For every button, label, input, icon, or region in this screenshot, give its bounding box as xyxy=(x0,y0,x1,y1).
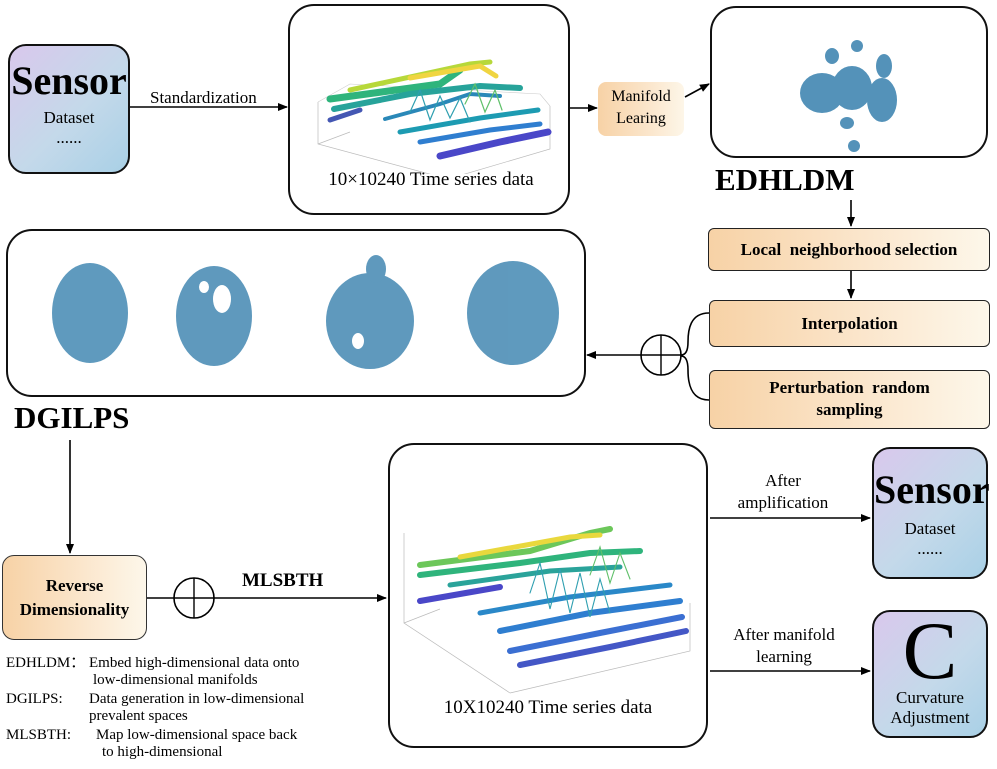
legend-dgilps: DGILPS: Data generation in low-dimensiona… xyxy=(6,691,386,708)
edhldm-title: EDHLDM xyxy=(715,162,855,197)
time-series-plot-bottom xyxy=(403,526,691,694)
sensor-dataset-label: Dataset xyxy=(43,108,95,127)
curvature-letter: C xyxy=(902,605,958,696)
interpolation-box: Interpolation xyxy=(709,300,990,347)
after-manifold-1: After manifold xyxy=(733,625,835,644)
dgilps-box xyxy=(6,229,586,397)
legend: EDHLDM：Embed high-dimensional data onto … xyxy=(6,655,386,761)
curvature-label-1: Curvature xyxy=(896,688,964,707)
time-series-box-top: 10×10240 Time series data xyxy=(288,4,570,215)
legend-mlsbth: MLSBTH: Map low-dimensional space back xyxy=(6,727,386,744)
after-manifold-2: learning xyxy=(756,647,812,666)
edhldm-box xyxy=(710,6,988,158)
perturbation-box: Perturbation random sampling xyxy=(709,370,990,429)
legend-edhldm-key: EDHLDM： xyxy=(6,655,86,671)
after-amp-1: After xyxy=(765,471,801,490)
reverse-dimensionality-box: Reverse Dimensionality xyxy=(2,555,147,640)
sensor-dataset-input: Sensor Dataset ...... xyxy=(8,44,130,174)
legend-edhldm-text-2: low-dimensional manifolds xyxy=(93,672,258,688)
branch-perturbation xyxy=(680,355,710,401)
dgilps-title: DGILPS xyxy=(14,400,130,435)
branch-interpolation xyxy=(680,312,710,356)
curvature-adjustment-box: C Curvature Adjustment xyxy=(872,610,988,738)
curvature-label-2: Adjustment xyxy=(890,708,970,727)
legend-mlsbth-key: MLSBTH: xyxy=(6,727,72,743)
legend-edhldm: EDHLDM：Embed high-dimensional data onto xyxy=(6,655,386,672)
reverse-label-1: Reverse xyxy=(45,576,104,595)
after-manifold-label: After manifold learning xyxy=(714,624,854,668)
sensor-ellipsis: ...... xyxy=(56,128,82,147)
scatter-cluster-3 xyxy=(326,273,414,369)
sensor-dataset-output: Sensor Dataset ...... xyxy=(872,447,990,579)
manifold-label-1: Manifold xyxy=(611,88,671,105)
perturbation-label-2: sampling xyxy=(816,400,883,419)
legend-mlsbth-text: Map low-dimensional space back xyxy=(96,727,298,743)
dgilps-scatter xyxy=(52,255,559,369)
legend-edhldm-text: Embed high-dimensional data onto xyxy=(89,655,300,671)
after-amp-2: amplification xyxy=(737,493,829,512)
manifold-label-2: Learing xyxy=(616,110,666,127)
after-amplification-label: After amplification xyxy=(718,470,848,514)
edhldm-scatter xyxy=(800,40,897,152)
sensor-out-dataset-label: Dataset xyxy=(904,519,956,538)
scatter-cluster-4 xyxy=(467,261,559,365)
mlsbth-title: MLSBTH xyxy=(242,570,324,591)
interpolation-label: Interpolation xyxy=(801,314,898,333)
reverse-label-2: Dimensionality xyxy=(19,600,130,619)
manifold-learning-box: Manifold Learing xyxy=(598,82,684,136)
time-series-plot-top xyxy=(317,59,552,174)
standardization-label: Standardization xyxy=(150,88,257,107)
scatter-cluster-1 xyxy=(52,263,128,363)
ts-top-caption: 10×10240 Time series data xyxy=(328,169,534,190)
perturbation-label-1: Perturbation random xyxy=(769,378,930,397)
time-series-box-bottom: 10X10240 Time series data xyxy=(388,443,708,748)
legend-dgilps-text: Data generation in low-dimensional xyxy=(89,691,305,707)
legend-dgilps-text-2: prevalent spaces xyxy=(89,708,188,724)
ts-bottom-caption: 10X10240 Time series data xyxy=(443,697,653,718)
local-neighborhood-box: Local neighborhood selection xyxy=(708,228,990,271)
local-neighborhood-label: Local neighborhood selection xyxy=(740,240,958,259)
sensor-out-title: Sensor xyxy=(874,467,990,512)
sensor-out-ellipsis: ...... xyxy=(917,539,943,558)
arrow-to-edhldm xyxy=(684,83,710,98)
sensor-title: Sensor xyxy=(11,58,127,103)
legend-dgilps-key: DGILPS: xyxy=(6,691,63,707)
legend-mlsbth-text-2: to high-dimensional xyxy=(102,744,223,760)
scatter-cluster-2 xyxy=(176,266,252,366)
